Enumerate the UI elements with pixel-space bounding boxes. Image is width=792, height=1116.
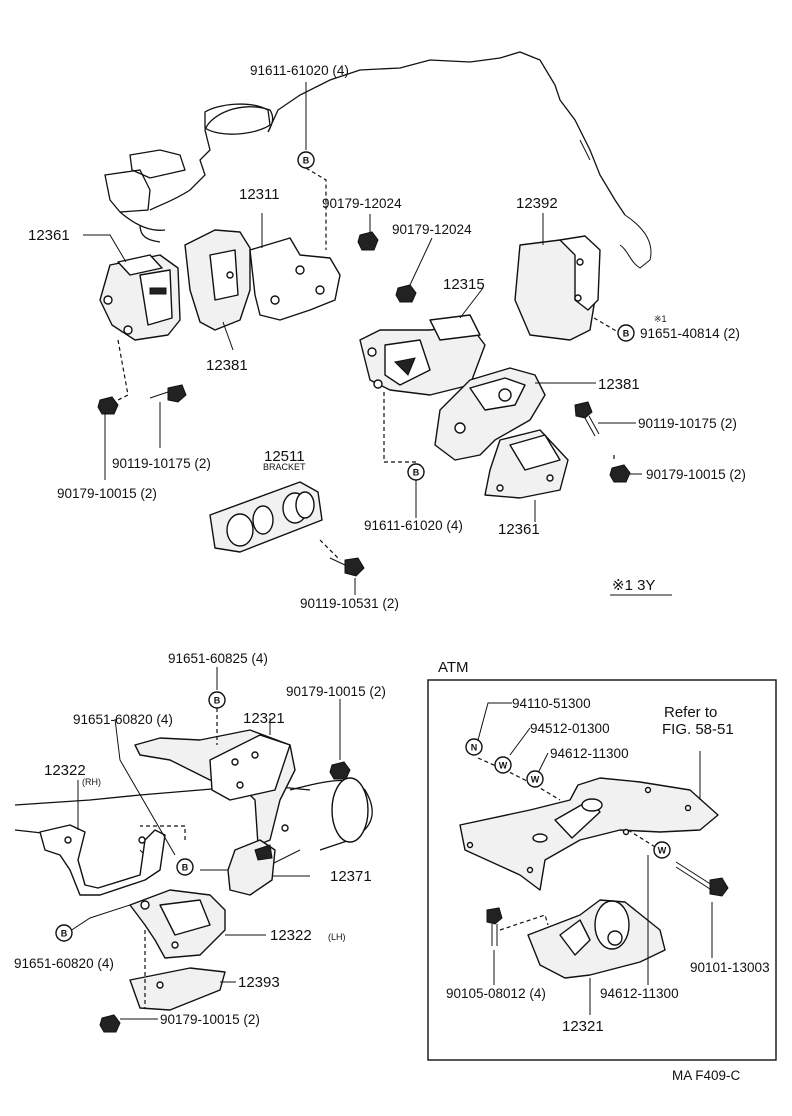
svg-text:B: B: [623, 329, 630, 339]
label-12311: 12311: [239, 186, 280, 203]
label-90101-13003: 90101-13003: [690, 960, 770, 975]
engine-mount-12361-left: [99, 254, 181, 341]
label-12315: 12315: [443, 276, 485, 293]
label-90179-10015-left: 90179-10015 (2): [57, 486, 157, 501]
nut-90179-12024-b: [395, 284, 417, 303]
label-note-mark: ※1: [654, 314, 667, 324]
marker-b-91651-60820-a: B: [176, 858, 194, 876]
label-12322-rh: 12322: [44, 762, 86, 779]
bracket-12511: [209, 481, 323, 553]
label-94612-11300-b: 94612-11300: [600, 986, 679, 1001]
footer-code: MA F409-C: [672, 1068, 741, 1083]
atm-mount-12321: [527, 899, 666, 979]
label-90179-12024-b: 90179-12024: [392, 222, 472, 237]
svg-text:B: B: [61, 929, 68, 939]
nut-90179-12024-a: [357, 231, 379, 251]
label-91651-60820-b: 91651-60820 (4): [14, 956, 114, 971]
nut-90179-10015-left: [97, 396, 119, 415]
svg-text:B: B: [182, 863, 189, 873]
label-12361-left: 12361: [28, 227, 70, 244]
label-12381-left: 12381: [206, 357, 248, 374]
label-90119-10175-left: 90119-10175 (2): [112, 456, 211, 471]
label-91651-60825: 91651-60825 (4): [168, 651, 268, 666]
atm-bolt-90101-13003: [675, 861, 729, 897]
label-90179-10015-b: 90179-10015 (2): [160, 1012, 260, 1027]
marker-b-top: B: [297, 151, 315, 169]
label-90179-12024-a: 90179-12024: [322, 196, 402, 211]
label-lh: (LH): [328, 932, 346, 942]
marker-b-91651-60825: B: [208, 691, 226, 709]
label-90105-08012: 90105-08012 (4): [446, 986, 546, 1001]
label-12321: 12321: [243, 710, 285, 727]
label-94512-01300: 94512-01300: [530, 721, 610, 736]
engine-bracket-12311: [184, 229, 341, 331]
svg-text:B: B: [303, 156, 310, 166]
label-91651-60820-a: 91651-60820 (4): [73, 712, 173, 727]
atm-bracket: [459, 777, 719, 891]
label-91611-61020-top: 91611-61020 (4): [250, 63, 349, 78]
label-94612-11300-a: 94612-11300: [550, 746, 629, 761]
label-94110-51300: 94110-51300: [512, 696, 591, 711]
engine-mount-12361-right: [484, 429, 569, 499]
plate-12393: [129, 967, 226, 1011]
label-90119-10175-right: 90119-10175 (2): [638, 416, 737, 431]
svg-text:B: B: [413, 468, 420, 478]
bolt-90119-10531: [329, 557, 365, 577]
svg-text:B: B: [214, 696, 221, 706]
svg-text:N: N: [471, 743, 478, 753]
bracket-12315: [359, 314, 486, 396]
insulator-12381-right: [434, 367, 546, 461]
bolt-90119-10175-right: [574, 401, 600, 437]
label-bracket: BRACKET: [263, 462, 306, 472]
label-12511: 12511: [264, 448, 305, 465]
marker-w-b: W: [526, 770, 544, 788]
marker-b-91651-60820-b: B: [55, 924, 73, 942]
crossmember-12321: [134, 729, 296, 846]
svg-text:W: W: [658, 846, 667, 856]
label-refer-line2: FIG. 58-51: [662, 721, 734, 738]
bracket-12322-lh: [129, 889, 226, 959]
atm-title: ATM: [438, 659, 469, 676]
label-12392: 12392: [516, 195, 558, 212]
insulator-12371: [227, 839, 276, 896]
label-atm-12321: 12321: [562, 1018, 604, 1035]
label-12393: 12393: [238, 974, 280, 991]
marker-w-c: W: [653, 841, 671, 859]
atm-bolt-90105-08012: [486, 907, 503, 946]
svg-text:W: W: [531, 775, 540, 785]
label-90119-10531: 90119-10531 (2): [300, 596, 399, 611]
marker-b-mid: B: [407, 463, 425, 481]
marker-n: N: [465, 738, 483, 756]
label-12371: 12371: [330, 868, 372, 885]
marker-w-a: W: [494, 756, 512, 774]
engine-outline: [104, 51, 652, 269]
label-91651-40814: 91651-40814 (2): [640, 326, 740, 341]
leader-lines-top: [83, 82, 672, 596]
label-rh: (RH): [82, 777, 101, 787]
bracket-12322-rh: [39, 824, 166, 896]
label-12361-right: 12361: [498, 521, 540, 538]
label-refer-line1: Refer to: [664, 704, 717, 721]
svg-text:W: W: [499, 761, 508, 771]
label-note-3y: ※1 3Y: [612, 577, 655, 594]
label-12322-lh: 12322: [270, 927, 312, 944]
cover-12392: [514, 235, 601, 341]
nut-90179-10015-upper: [329, 761, 351, 780]
label-12381-right: 12381: [598, 376, 640, 393]
nut-90179-10015-bottom: [99, 1014, 121, 1033]
bolt-90119-10175-left: [149, 384, 187, 403]
label-90179-10015-right: 90179-10015 (2): [646, 467, 746, 482]
atm-frame: [427, 679, 777, 1061]
label-90179-10015-a: 90179-10015 (2): [286, 684, 386, 699]
marker-b-91651-40814: B: [617, 324, 635, 342]
leader-lines-bottom-left: [63, 667, 341, 1020]
nut-90179-10015-right: [609, 464, 631, 483]
label-91611-61020-mid: 91611-61020 (4): [364, 518, 463, 533]
